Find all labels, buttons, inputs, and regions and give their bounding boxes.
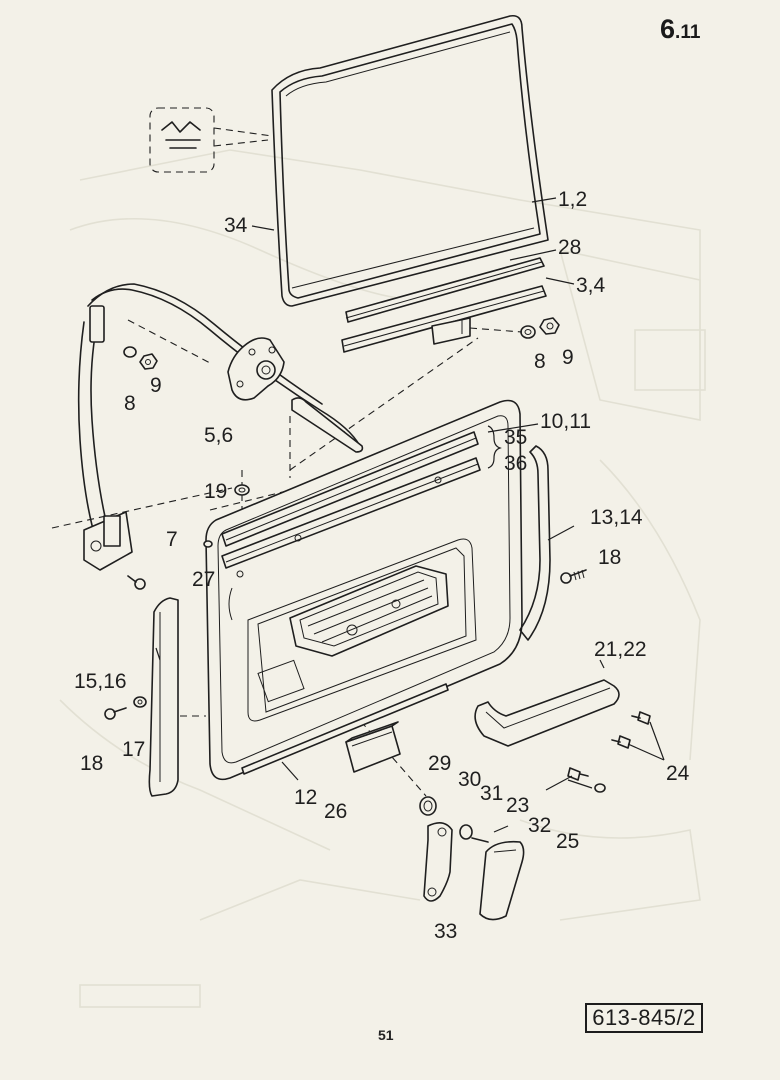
pillar-trim [148, 597, 179, 797]
label-35: 35 [504, 426, 527, 449]
label-25: 25 [556, 830, 579, 853]
reference-code-box: 613-845/2 [585, 1003, 703, 1033]
window-crank [419, 796, 525, 921]
page-number: 51 [378, 1027, 394, 1043]
armrest [474, 679, 620, 747]
label-9-right: 9 [562, 346, 574, 369]
label-10-11: 10,11 [540, 410, 591, 433]
handle-bezel [345, 721, 401, 773]
window-regulator [77, 283, 364, 571]
label-12: 12 [294, 786, 317, 809]
label-33: 33 [434, 920, 457, 943]
label-1-2: 1,2 [558, 188, 587, 211]
label-3-4: 3,4 [576, 274, 606, 297]
lower-trim-strip [241, 683, 449, 775]
label-32: 32 [528, 814, 551, 837]
label-34: 34 [224, 214, 248, 237]
cap-25 [594, 783, 606, 793]
label-8-right: 8 [534, 350, 546, 373]
background-show-through [59, 149, 706, 1008]
label-8-left: 8 [124, 392, 136, 415]
label-18-left: 18 [80, 752, 103, 775]
part-labels: 1,2 28 3,4 34 8 9 8 9 5,6 10,11 35 36 19… [74, 188, 690, 943]
label-21-22: 21,22 [594, 638, 647, 661]
label-18-right: 18 [598, 546, 621, 569]
label-17: 17 [122, 738, 145, 761]
clip-27 [203, 540, 213, 548]
label-13-14: 13,14 [590, 506, 643, 529]
window-glass [271, 14, 549, 307]
label-28: 28 [558, 236, 581, 259]
label-27: 27 [192, 568, 215, 591]
label-24: 24 [666, 762, 690, 785]
screw-7 [127, 575, 146, 590]
door-seal-strip [519, 445, 551, 641]
screw-18-right [560, 569, 587, 584]
label-30: 30 [458, 768, 481, 791]
glass-channel [341, 257, 547, 353]
nut-washer-right [289, 317, 560, 471]
label-15-16: 15,16 [74, 670, 127, 693]
label-19: 19 [204, 480, 227, 503]
label-7: 7 [166, 528, 178, 551]
screw-18-left [104, 696, 147, 720]
leader-lines [155, 197, 665, 833]
clip-19 [234, 484, 250, 496]
label-23: 23 [506, 794, 529, 817]
label-26: 26 [324, 800, 347, 823]
label-5-6: 5,6 [204, 424, 233, 447]
label-36: 36 [504, 452, 527, 475]
label-31: 31 [480, 782, 503, 805]
screws-24 [611, 711, 651, 749]
regulator-mechanism [227, 337, 285, 401]
clip-detail-inset [149, 107, 273, 173]
label-29: 29 [428, 752, 451, 775]
nut-washer-left [123, 346, 158, 370]
screw-23 [567, 767, 589, 781]
section-number: 6.11 [660, 14, 701, 44]
label-9-left: 9 [150, 374, 162, 397]
